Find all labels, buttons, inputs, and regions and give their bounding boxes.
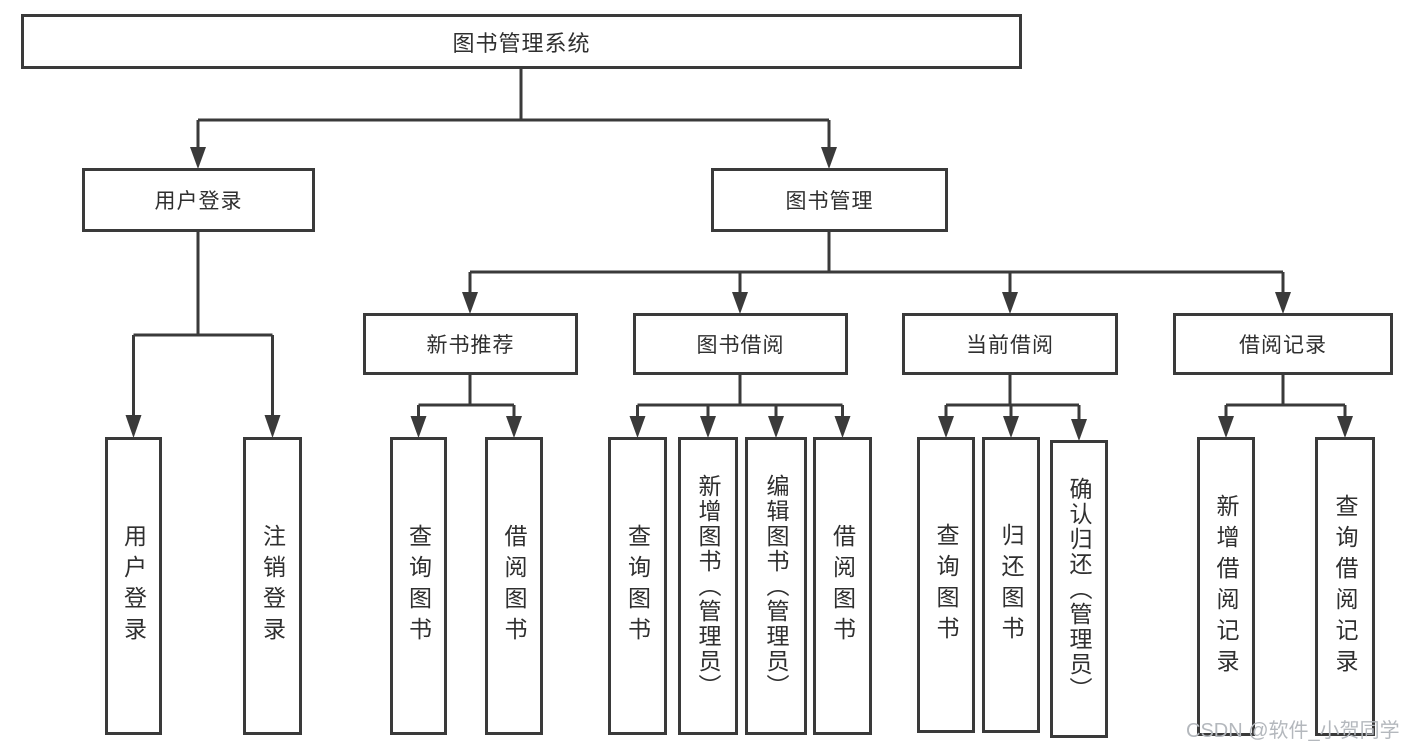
node-label: 新增借阅记录 [1213,493,1239,680]
node-label: 编辑图书（管理员） [763,473,789,699]
node-label: 用户登录 [154,190,243,213]
node-book-borrowing: 图书借阅 [633,313,848,375]
node-leaf-logout: 注销登录 [243,437,302,735]
node-current-borrowing: 当前借阅 [902,313,1118,375]
node-book-management: 图书管理 [711,168,948,232]
node-label: 借阅图书 [501,524,527,648]
node-leaf-add-books-admin: 新增图书（管理员） [678,437,738,735]
node-label: 查询图书 [405,524,432,648]
node-library-management-system: 图书管理系统 [21,14,1022,69]
node-label: 新书推荐 [426,334,515,357]
node-label: 注销登录 [259,524,286,648]
node-leaf-query-borrow-record: 查询借阅记录 [1315,437,1375,736]
node-label: 归还图书 [998,523,1024,647]
node-new-book-recommend: 新书推荐 [363,313,578,375]
node-leaf-return-books: 归还图书 [982,437,1040,733]
node-leaf-borrow-books: 借阅图书 [813,437,872,735]
node-label: 查询图书 [624,524,651,648]
node-leaf-confirm-return-admin: 确认归还（管理员） [1050,440,1108,738]
node-leaf-edit-books-admin: 编辑图书（管理员） [745,437,807,735]
node-label: 当前借阅 [966,334,1054,357]
node-leaf-query-books-current: 查询图书 [917,437,975,733]
csdn-watermark: CSDN @软件_小贺同学 [1186,720,1400,742]
arrowheads [125,147,1353,441]
node-label: 图书管理系统 [452,30,591,56]
node-label: 图书借阅 [696,334,785,357]
node-leaf-query-books-recommend: 查询图书 [390,437,447,735]
node-borrowing-records: 借阅记录 [1173,313,1393,375]
node-leaf-add-borrow-record: 新增借阅记录 [1197,437,1255,736]
node-label: 查询借阅记录 [1332,493,1358,680]
node-user-login: 用户登录 [82,168,315,232]
node-label: 借阅图书 [829,524,856,648]
node-leaf-query-books-borrowing: 查询图书 [608,437,667,735]
node-leaf-user-login: 用户登录 [105,437,162,735]
node-label: 确认归还（管理员） [1066,476,1092,702]
node-leaf-borrow-books-recommend: 借阅图书 [485,437,543,735]
node-label: 用户登录 [120,524,147,648]
node-label: 图书管理 [785,190,874,213]
node-label: 新增图书（管理员） [695,473,721,699]
node-label: 查询图书 [933,523,959,647]
node-label: 借阅记录 [1239,334,1327,357]
